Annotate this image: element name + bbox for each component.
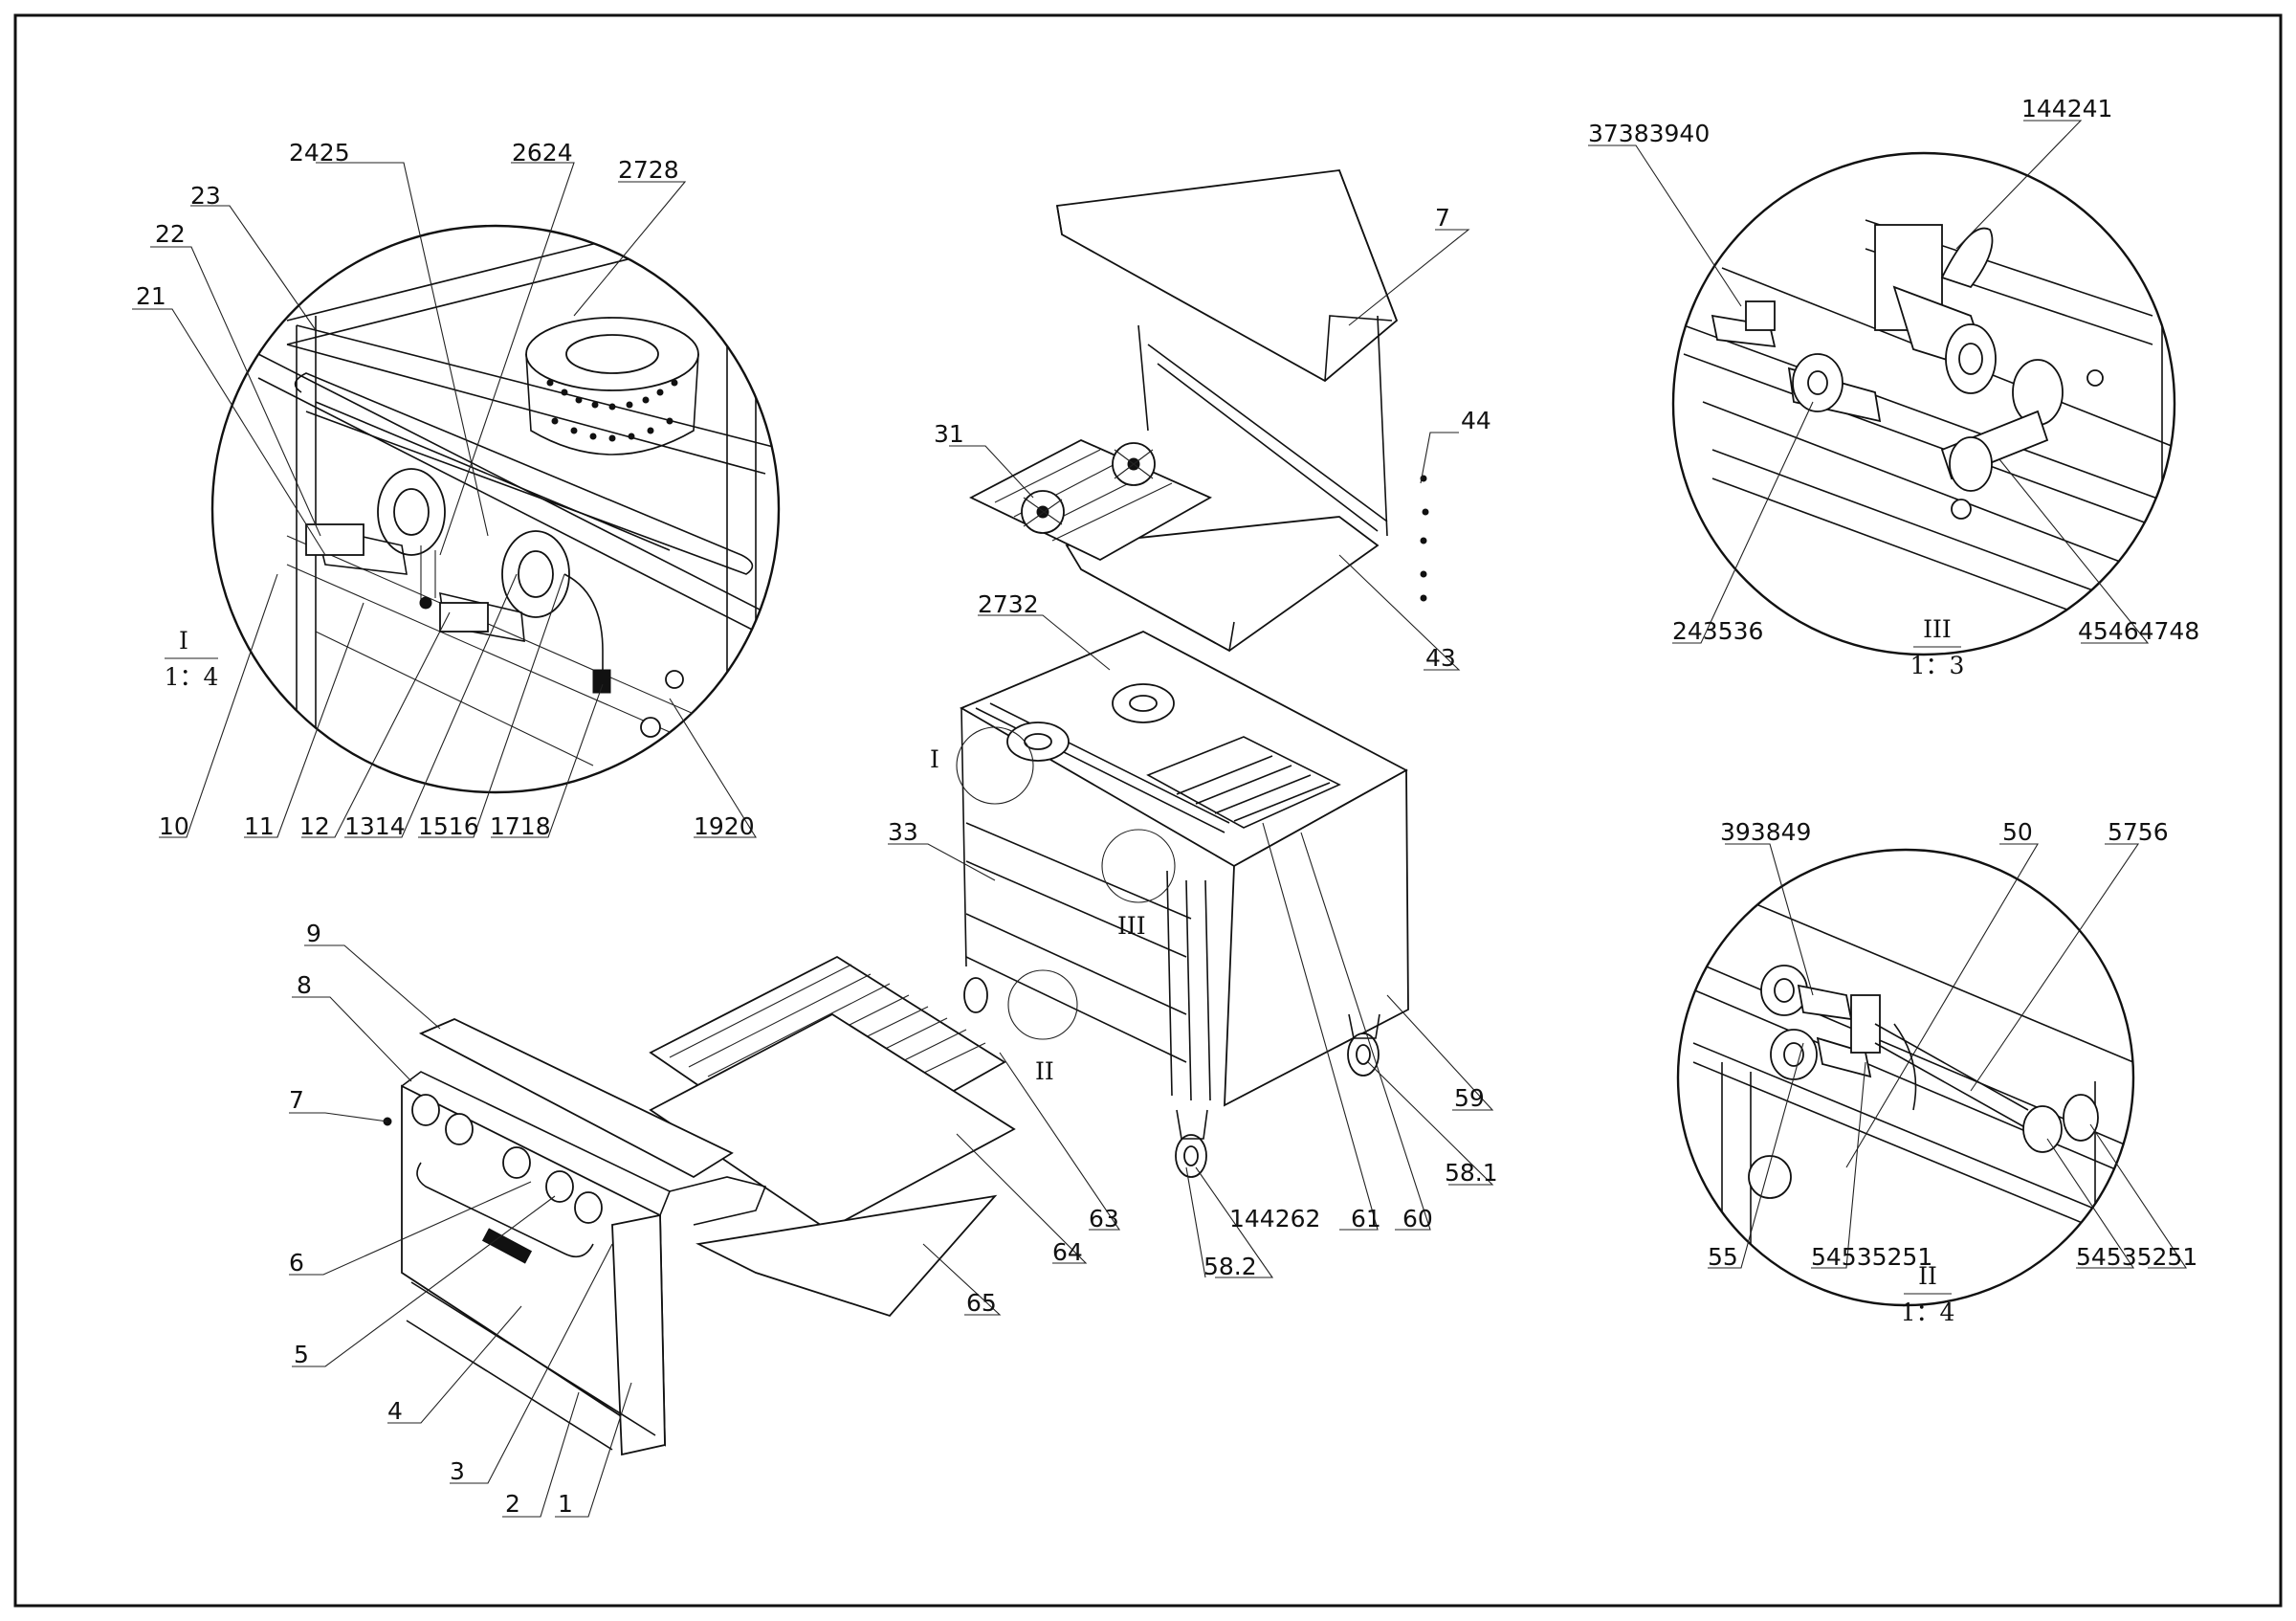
detail-II-scale: 1：4 [1901,1299,1955,1326]
callout-144262: 144262 [1229,1205,1320,1232]
callout-2: 2 [505,1490,520,1518]
callout-61: 61 [1351,1205,1381,1232]
callout-12: 12 [299,812,330,840]
main-cabinet [956,631,1409,1178]
detail-view-II: 393849 50 5756 55 54535251 54535251 II 1… [1676,818,2197,1326]
callout-8: 8 [297,971,312,999]
callout-10: 10 [159,812,189,840]
callout-1: 1 [558,1490,573,1518]
callout-393849: 50 [2002,818,2033,846]
detail-I-label: I [179,627,188,655]
cabinet-leaders [888,614,1494,1278]
detail-II-label: II [1918,1262,1937,1290]
burner-ports [546,379,678,442]
detail-I-circle [210,224,781,794]
detail-III-scale: 1：3 [1910,652,1965,679]
callout-11: 11 [244,812,275,840]
callout-44: 43 [1425,644,1456,672]
callout-5756: 55 [1708,1243,1738,1271]
callout-7-left: 7 [289,1086,304,1114]
front-panel-door [383,1018,767,1456]
callout-65: 65 [966,1289,997,1317]
callout-63: 63 [1089,1205,1119,1232]
detail-III-label: III [1923,615,1952,643]
rack-leaders [922,1052,1121,1316]
detail-III-content [1683,191,2175,642]
callout-1920: 1920 [694,812,755,840]
callout-60: 60 [1402,1205,1433,1232]
callout-64: 64 [1052,1238,1083,1266]
detail-I-content [257,226,779,785]
callout-9: 9 [306,920,321,947]
callout-4: 4 [387,1397,403,1425]
callout-43: 243536 [1672,617,1763,645]
callout-1718: 1718 [490,812,551,840]
detail-III-leaders [1588,120,2150,644]
callout-37383940: 144241 [2021,95,2112,122]
callout-50: 5756 [2108,818,2169,846]
callout-21: 21 [136,282,166,310]
callout-22: 22 [155,220,186,248]
callout-1516: 1516 [418,812,479,840]
detail-I-leaders [132,162,757,838]
callout-55: 54535251 [1811,1243,1932,1271]
detail-II-circle [1676,848,2135,1307]
callout-23: 23 [190,182,221,210]
front-leaders [289,944,632,1518]
callout-2732: 2732 [978,590,1039,618]
callout-54535251: 54535251 [2076,1243,2197,1271]
detail-view-III: 37383940 144241 243536 45464748 III 1：3 [1588,95,2199,679]
callout-2425: 2425 [289,139,350,167]
callout-1314: 1314 [344,812,406,840]
detail-I-scale: 1：4 [165,663,219,691]
upper-leaders [949,229,1470,671]
callout-59: 59 [1454,1084,1485,1112]
detail-view-I: 2425 2624 2728 23 22 21 10 11 12 1314 15… [132,139,781,840]
callout-2728: 2728 [618,156,679,184]
callout-31: 31 [934,420,964,448]
oven-rack [649,955,1016,1318]
callout-7-right: 44 [1461,407,1491,434]
assembly-mark-III: III [1117,912,1146,940]
callout-3: 3 [450,1457,465,1485]
upper-shelf-assembly [968,169,1429,653]
detail-III-circle [1671,151,2176,656]
detail-II-leaders [1708,843,2188,1269]
callout-5: 5 [294,1341,309,1368]
callout-2624: 2624 [512,139,573,167]
detail-II-content [1683,889,2133,1263]
assembly-mark-I: I [930,745,939,773]
callout-58.1: 58.1 [1445,1159,1498,1187]
callout-144241: 45464748 [2078,617,2199,645]
callout-6: 6 [289,1249,304,1277]
callout-33: 33 [888,818,918,846]
callout-243536: 37383940 [1588,120,1710,147]
assembly-mark-II: II [1035,1057,1054,1085]
drawing-frame [13,13,2283,1608]
callout-34: 7 [1435,204,1450,232]
callout-58.2: 58.2 [1203,1253,1257,1280]
callout-45464748: 393849 [1720,818,1811,846]
